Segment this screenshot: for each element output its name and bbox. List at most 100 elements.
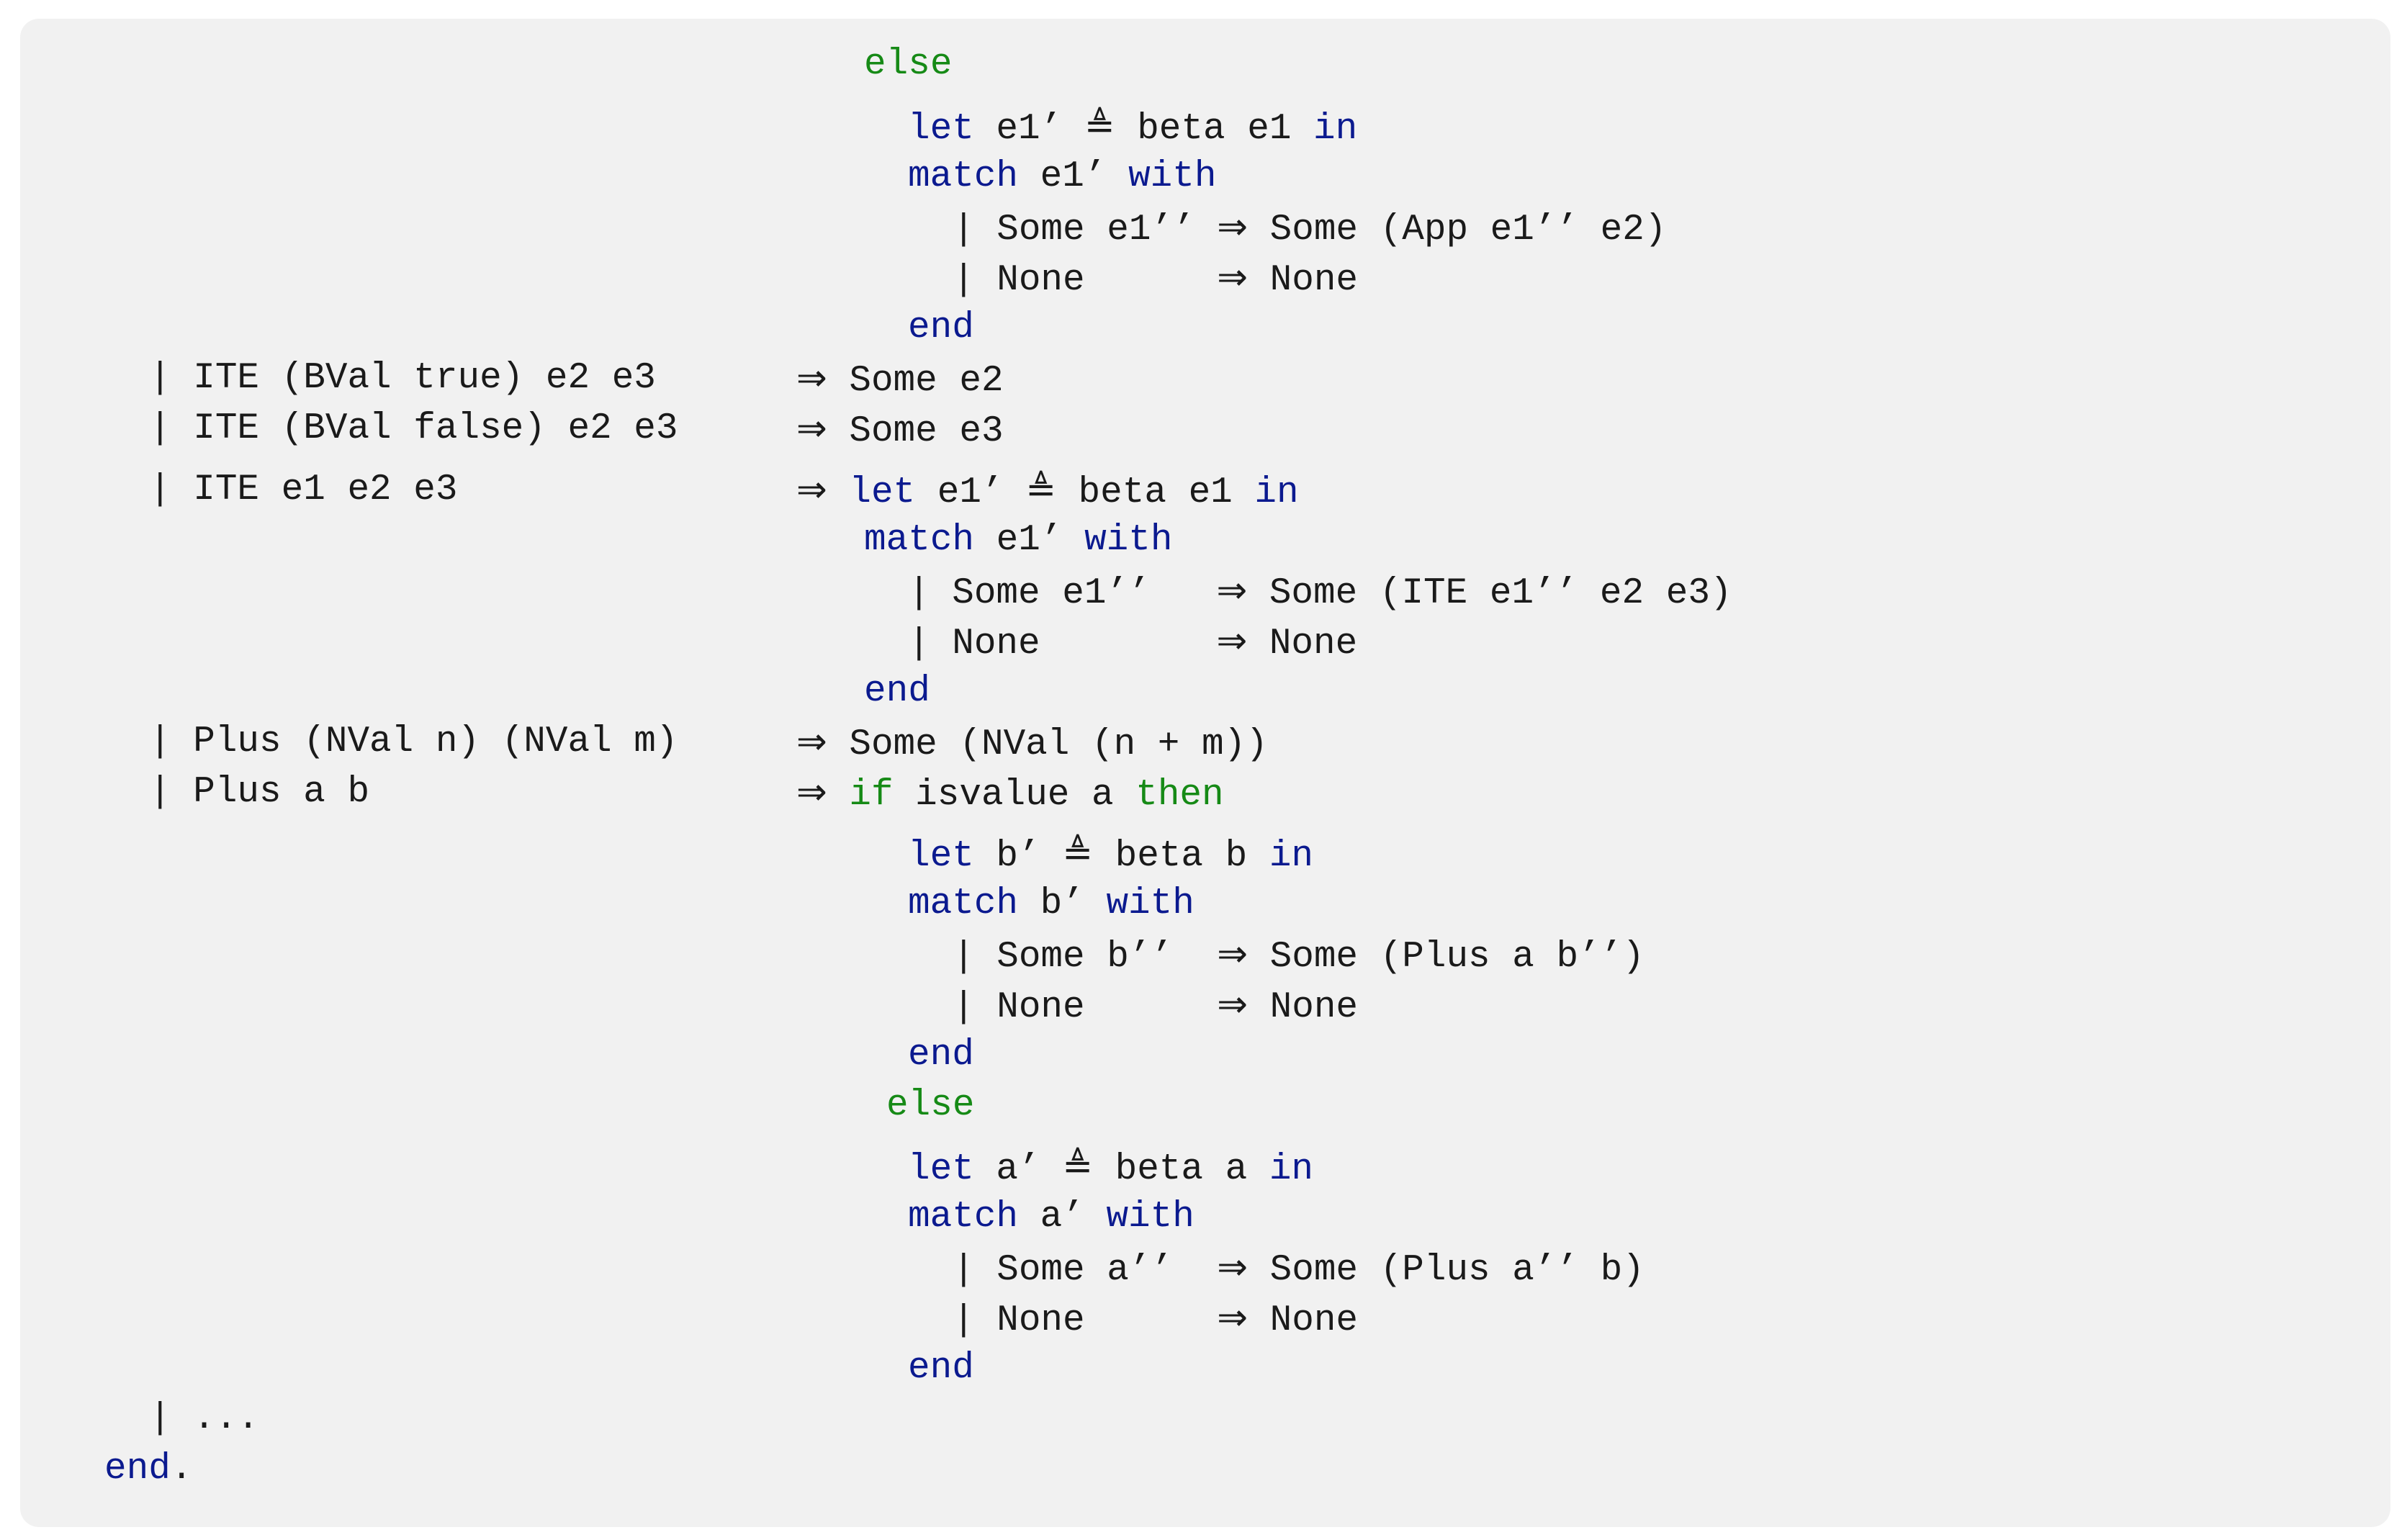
code-line: else [886, 1084, 974, 1127]
code-token: isvalue a [893, 775, 1136, 816]
code-token: None [1248, 260, 1359, 301]
code-token: | None [953, 987, 1218, 1028]
code-line: ⇒ Some (NVal (n + m)) [796, 721, 1268, 767]
arrow-token: ⇒ [1217, 256, 1248, 299]
code-token: Some e3 [827, 411, 1004, 452]
code-token: . [170, 1449, 193, 1490]
keyword-token: then [1135, 775, 1224, 816]
code-token: Some (Plus a b’’) [1248, 937, 1645, 978]
code-line: end [908, 1347, 974, 1390]
arrow-token: ⇒ [1217, 1297, 1248, 1339]
code-token: b’ [973, 836, 1063, 877]
code-line: | None ⇒ None [953, 983, 1358, 1030]
keyword-token: in [1269, 1149, 1314, 1190]
code-line: match e1’ with [864, 519, 1172, 562]
code-line: | ... [149, 1397, 259, 1441]
code-token: beta b [1092, 836, 1269, 877]
arrow-token: ⇒ [796, 771, 827, 814]
keyword-token: with [1128, 156, 1217, 197]
code-line: | Some e1’’ ⇒ Some (ITE e1’’ e2 e3) [908, 569, 1732, 616]
code-token: | Plus a b [149, 772, 370, 813]
code-token: | ITE (BVal false) e2 e3 [149, 408, 678, 449]
code-token: | Some e1’’ [908, 573, 1217, 614]
code-line: end [908, 307, 974, 350]
code-line: | None ⇒ None [953, 256, 1358, 302]
code-line: end [864, 670, 930, 713]
code-line: | None ⇒ None [908, 620, 1357, 666]
code-line: | Some a’’ ⇒ Some (Plus a’’ b) [953, 1246, 1645, 1292]
defeq-token: ≜ [1062, 1145, 1093, 1188]
code-line: match e1’ with [908, 156, 1216, 199]
code-line: | ITE (BVal true) e2 e3 [149, 357, 656, 400]
code-token: None [1248, 1300, 1359, 1341]
keyword-token: with [1106, 1197, 1194, 1238]
code-line: ⇒ Some e3 [796, 407, 1004, 454]
code-token [827, 775, 850, 816]
code-token: Some (ITE e1’’ e2 e3) [1247, 573, 1732, 614]
code-line: | Some b’’ ⇒ Some (Plus a b’’) [953, 933, 1645, 979]
code-line: | ITE e1 e2 e3 [149, 469, 457, 512]
keyword-token: end [908, 1035, 974, 1076]
code-token: | ... [149, 1398, 260, 1439]
code-token: a’ [1018, 1197, 1107, 1238]
code-token [827, 472, 850, 513]
keyword-token: let [908, 1149, 974, 1190]
code-token: e1’ [915, 472, 1026, 513]
code-line: ⇒ if isvalue a then [796, 771, 1224, 817]
keyword-token: let [908, 836, 974, 877]
code-line: end [908, 1034, 974, 1077]
keyword-token: end [908, 307, 974, 348]
code-token: b’ [1018, 883, 1107, 924]
keyword-token: end [864, 671, 930, 712]
defeq-token: ≜ [1084, 105, 1115, 148]
code-line: | Plus a b [149, 771, 369, 814]
keyword-token: let [908, 109, 974, 150]
arrow-token: ⇒ [796, 407, 827, 450]
keyword-token: with [1084, 520, 1173, 561]
keyword-token: end [104, 1449, 171, 1490]
arrow-token: ⇒ [1217, 983, 1248, 1026]
code-line: else [864, 43, 952, 86]
keyword-token: in [1269, 836, 1314, 877]
code-token: | Some b’’ [953, 937, 1218, 978]
code-token: a’ [973, 1149, 1063, 1190]
keyword-token: end [908, 1348, 974, 1389]
code-token: e1’ [1018, 156, 1129, 197]
code-line: ⇒ Some e2 [796, 357, 1004, 403]
code-token: beta e1 [1115, 109, 1314, 150]
keyword-token: match [864, 520, 975, 561]
defeq-token: ≜ [1062, 832, 1093, 875]
arrow-token: ⇒ [796, 357, 827, 400]
code-line: end. [104, 1448, 192, 1491]
code-line: let b’ ≜ beta b in [908, 832, 1313, 878]
code-token: Some (Plus a’’ b) [1248, 1250, 1645, 1291]
code-block: else let e1’ ≜ beta e1 in match e1’ with… [20, 19, 2390, 1527]
code-token: | Plus (NVal n) (NVal m) [149, 721, 678, 762]
code-token: Some e2 [827, 361, 1004, 402]
code-token: | None [953, 260, 1218, 301]
code-line: match b’ with [908, 883, 1194, 926]
code-token: | None [953, 1300, 1218, 1341]
keyword-token: match [908, 156, 1019, 197]
code-line: | None ⇒ None [953, 1297, 1358, 1343]
code-token: | Some a’’ [953, 1250, 1218, 1291]
keyword-token: if [849, 775, 894, 816]
code-line: ⇒ let e1’ ≜ beta e1 in [796, 469, 1299, 515]
code-line: | ITE (BVal false) e2 e3 [149, 407, 678, 451]
keyword-token: with [1106, 883, 1194, 924]
code-token: e1’ [973, 109, 1084, 150]
arrow-token: ⇒ [796, 721, 827, 763]
defeq-token: ≜ [1025, 469, 1056, 511]
keyword-token: in [1254, 472, 1299, 513]
code-token: | ITE (BVal true) e2 e3 [149, 358, 656, 399]
arrow-token: ⇒ [1217, 1246, 1248, 1289]
code-token: None [1247, 623, 1358, 665]
code-line: | Plus (NVal n) (NVal m) [149, 721, 678, 764]
code-token: Some (App e1’’ e2) [1248, 210, 1667, 251]
code-line: | Some e1’’ ⇒ Some (App e1’’ e2) [953, 206, 1667, 252]
keyword-token: let [849, 472, 916, 513]
code-token: Some (NVal (n + m)) [827, 724, 1268, 765]
code-token: | None [908, 623, 1217, 665]
arrow-token: ⇒ [796, 469, 827, 511]
arrow-token: ⇒ [1217, 933, 1248, 976]
